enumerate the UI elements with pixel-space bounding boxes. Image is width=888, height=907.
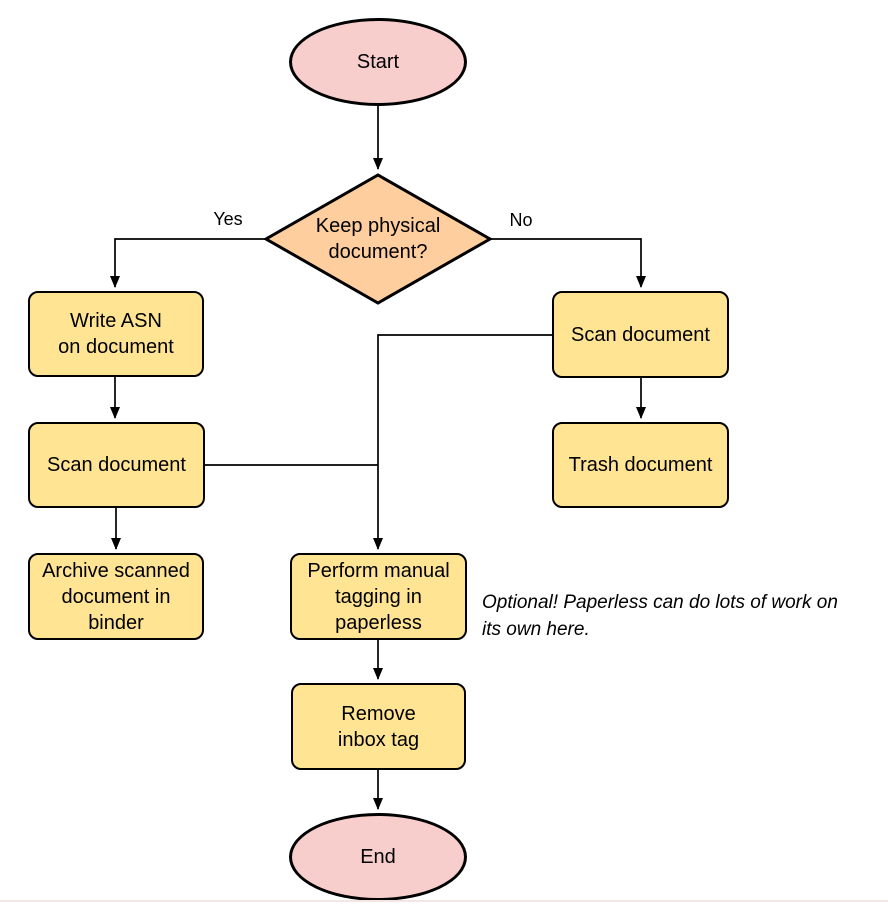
node-manual-tagging: Perform manual tagging in paperless [290,553,467,640]
node-write-asn-label: Write ASN on document [58,310,174,358]
annotation-note: Optional! Paperless can do lots of work … [482,592,838,640]
node-decision: Keep physical document? [266,175,490,303]
node-remove-inbox-tag: Remove inbox tag [291,683,466,770]
node-decision-label: Keep physical document? [315,215,441,263]
node-remove-inbox-tag-label: Remove inbox tag [337,702,420,751]
node-scan-document-right-label: Scan document [571,323,710,346]
edge-decision-write-asn [110,238,266,288]
node-scan-document-left-label: Scan document [47,454,186,476]
node-manual-tagging-label: Perform manual tagging in paperless [307,559,450,634]
edge-scan-right-tagging [373,334,553,550]
node-scan-document-right: Scan document [552,291,729,378]
node-end-label: End [360,846,396,868]
node-decision-shape [262,173,494,305]
node-scan-document-left: Scan document [28,422,205,508]
node-archive-binder-label: Archive scanned document in binder [42,559,190,634]
node-trash-document-label: Trash document [568,454,713,476]
edge-decision-scan-right [490,238,646,288]
node-write-asn: Write ASN on document [28,291,204,377]
edge-label-yes: Yes [213,209,243,229]
edge-label-no: No [509,210,533,230]
node-archive-binder: Archive scanned document in binder [28,553,204,640]
node-start: Start [289,18,467,106]
page-edge-line [0,900,888,902]
node-trash-document: Trash document [552,422,729,508]
node-start-label: Start [356,51,400,73]
node-end: End [289,813,467,901]
